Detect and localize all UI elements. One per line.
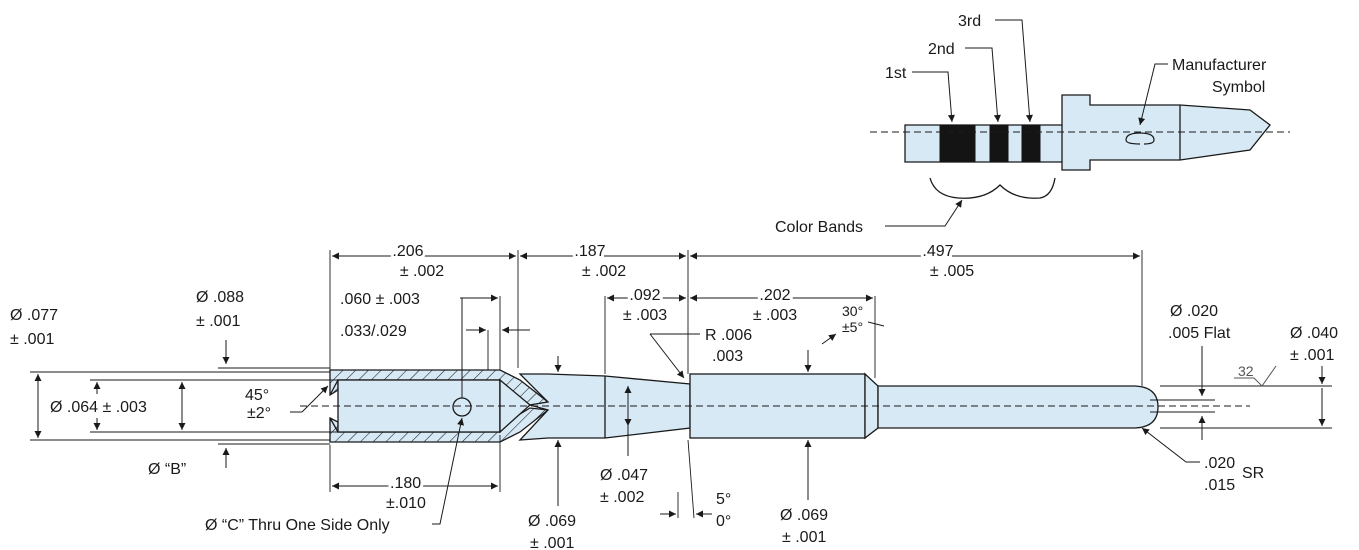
dim-187: .187 xyxy=(574,243,605,260)
dim-497: .497 xyxy=(922,243,953,260)
dim-c: Ø “C” Thru One Side Only xyxy=(205,517,390,534)
dim-sr020: .020 xyxy=(1204,455,1235,472)
dim-069b: Ø .069 xyxy=(780,507,828,524)
cross-hole xyxy=(452,397,472,417)
dim-180: .180 xyxy=(390,475,421,492)
dim-sr015: .015 xyxy=(1204,477,1235,494)
dim-angle45: 45° xyxy=(245,387,269,404)
surface-finish-icon xyxy=(1234,365,1277,387)
band-label-3rd: 3rd xyxy=(958,13,981,30)
dim-187-tol: ± .002 xyxy=(582,263,626,280)
manufacturer-symbol-icon xyxy=(1125,132,1155,145)
dim-033: .033/.029 xyxy=(340,323,407,340)
color-bands-label: Color Bands xyxy=(775,219,863,236)
color-band-3 xyxy=(1021,124,1041,163)
dim-angle30: 30° xyxy=(842,303,863,319)
dim-020-flat: .005 Flat xyxy=(1168,325,1231,342)
section-view xyxy=(300,369,1250,443)
dim-069b-tol: ± .001 xyxy=(782,529,826,546)
dim-r006-low: .003 xyxy=(712,348,743,365)
color-bands-brace xyxy=(929,177,1056,199)
dim-064: Ø .064 ± .003 xyxy=(50,399,147,416)
band-label-1st: 1st xyxy=(885,65,907,82)
band-label-2nd: 2nd xyxy=(928,41,955,58)
dim-069a-tol: ± .001 xyxy=(530,535,574,550)
dim-angle45-tol: ±2° xyxy=(247,405,271,422)
barrel-bore xyxy=(337,379,501,433)
dimensions: .206 ± .002 .187 ± .002 .497 ± .005 .060… xyxy=(10,240,1338,550)
dim-069a: Ø .069 xyxy=(528,513,576,530)
dim-060: .060 ± .003 xyxy=(340,291,420,308)
dim-206: .206 xyxy=(392,243,423,260)
dim-angle5: 5° xyxy=(716,491,731,508)
surface-finish: 32 xyxy=(1238,363,1254,379)
dim-088: Ø .088 xyxy=(196,289,244,306)
dim-077-tol: ± .001 xyxy=(10,331,54,348)
dim-092: .092 xyxy=(629,287,660,304)
dim-088-tol: ± .001 xyxy=(196,313,240,330)
dim-202-tol: ± .003 xyxy=(753,307,797,324)
dim-092-tol: ± .003 xyxy=(623,307,667,324)
dim-sr-label: SR xyxy=(1242,465,1264,482)
dim-020: Ø .020 xyxy=(1170,303,1218,320)
dim-angle5-low: 0° xyxy=(716,513,731,530)
dim-202: .202 xyxy=(759,287,790,304)
dim-040: Ø .040 xyxy=(1290,325,1338,342)
manufacturer-label: Manufacturer xyxy=(1172,57,1267,74)
manufacturer-label-2: Symbol xyxy=(1212,79,1265,96)
dim-040-tol: ± .001 xyxy=(1290,347,1334,364)
dim-angle30-tol: ±5° xyxy=(842,319,863,335)
detail-view: 1st 2nd 3rd Manufacturer Symbol Color Ba… xyxy=(775,13,1290,236)
dim-206-tol: ± .002 xyxy=(400,263,444,280)
dim-047-tol: ± .002 xyxy=(600,489,644,506)
dim-180-tol: ±.010 xyxy=(386,495,426,512)
color-band-2 xyxy=(989,124,1009,163)
dim-r006: R .006 xyxy=(705,327,752,344)
dim-497-tol: ± .005 xyxy=(930,263,974,280)
dim-047: Ø .047 xyxy=(600,467,648,484)
color-band-1 xyxy=(939,124,976,163)
dim-077: Ø .077 xyxy=(10,307,58,324)
pin-tip xyxy=(877,385,1159,429)
dim-b: Ø “B” xyxy=(148,461,186,478)
